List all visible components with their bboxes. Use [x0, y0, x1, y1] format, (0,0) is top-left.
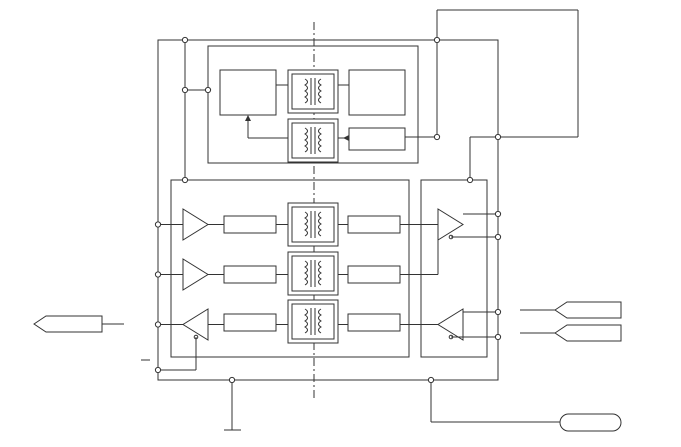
bottom-right-connector [560, 414, 621, 431]
power-driver-block [220, 70, 276, 115]
wiring [102, 10, 578, 430]
left-input-connector [34, 316, 102, 332]
right-connector-bottom [555, 325, 621, 341]
channel1-encoder-block [224, 216, 276, 233]
feedback-block [349, 128, 405, 150]
channel3-encoder-block [224, 314, 276, 331]
channel2-transformer [288, 252, 338, 295]
channel1-transformer [288, 203, 338, 246]
feedback-transformer [288, 119, 338, 162]
feedback-input-arrow [343, 135, 349, 141]
power-transformer [288, 70, 338, 113]
channel3-decoder-block [348, 314, 400, 331]
right-connector-top [555, 302, 621, 318]
channel2-buffer [183, 259, 208, 290]
channel2-encoder-block [224, 266, 276, 283]
channel3-transformer [288, 300, 338, 343]
channel1-buffer [183, 209, 208, 240]
power-feedback-arrow [245, 115, 251, 121]
power-rectifier-block [349, 70, 405, 115]
transformer-group [288, 70, 338, 343]
channel2-decoder-block [348, 266, 400, 283]
channel1-decoder-block [348, 216, 400, 233]
